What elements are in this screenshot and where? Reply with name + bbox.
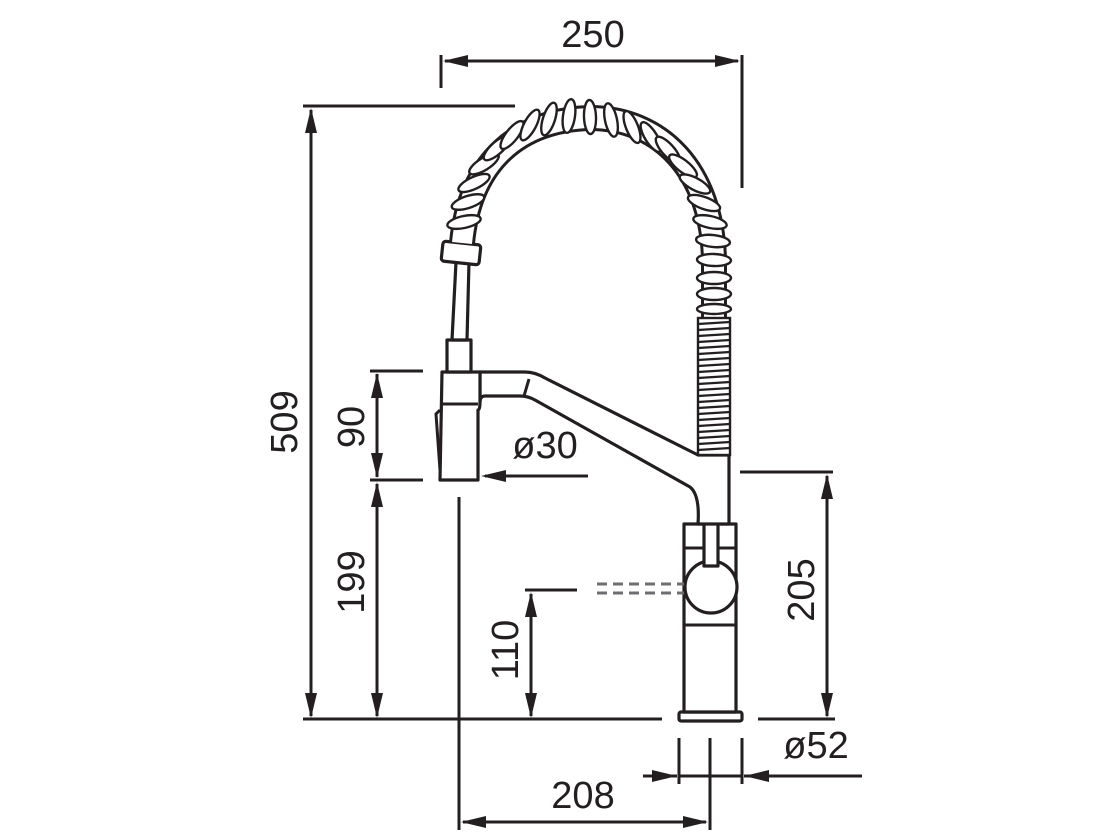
faucet-illustration xyxy=(434,97,744,723)
dimension-handle-height: 110 xyxy=(485,588,577,718)
hose-segment xyxy=(450,260,471,342)
dimension-base-diameter: ø52 xyxy=(643,725,862,784)
outlet-offset-label: 208 xyxy=(551,775,614,817)
dimension-total-height: 509 xyxy=(264,104,515,718)
hose-collar xyxy=(439,239,483,267)
dimension-total-reach: 250 xyxy=(439,14,744,188)
base-diameter-label: ø52 xyxy=(783,725,848,767)
total-reach-label: 250 xyxy=(561,14,624,56)
dimension-body-height: 205 xyxy=(740,470,833,718)
spray-neck xyxy=(445,338,473,374)
spout-arm xyxy=(478,370,731,526)
spray-head-height-label: 90 xyxy=(331,406,373,448)
body-height-label: 205 xyxy=(781,558,823,621)
spray-head xyxy=(438,370,482,482)
spring-coils-dense xyxy=(696,316,732,457)
dimension-outlet-offset: 208 xyxy=(457,497,712,830)
total-height-label: 509 xyxy=(264,390,306,453)
handle-disc xyxy=(683,559,739,615)
dimension-spray-head-diameter: ø30 xyxy=(481,425,588,482)
spray-head-diameter-label: ø30 xyxy=(512,425,577,467)
spring-coils xyxy=(446,97,733,316)
handle-height-label: 110 xyxy=(485,620,527,681)
outlet-height-label: 199 xyxy=(331,550,373,613)
dimension-spray-head-height: 90 xyxy=(331,369,423,482)
dimension-outlet-height: 199 xyxy=(331,482,383,718)
